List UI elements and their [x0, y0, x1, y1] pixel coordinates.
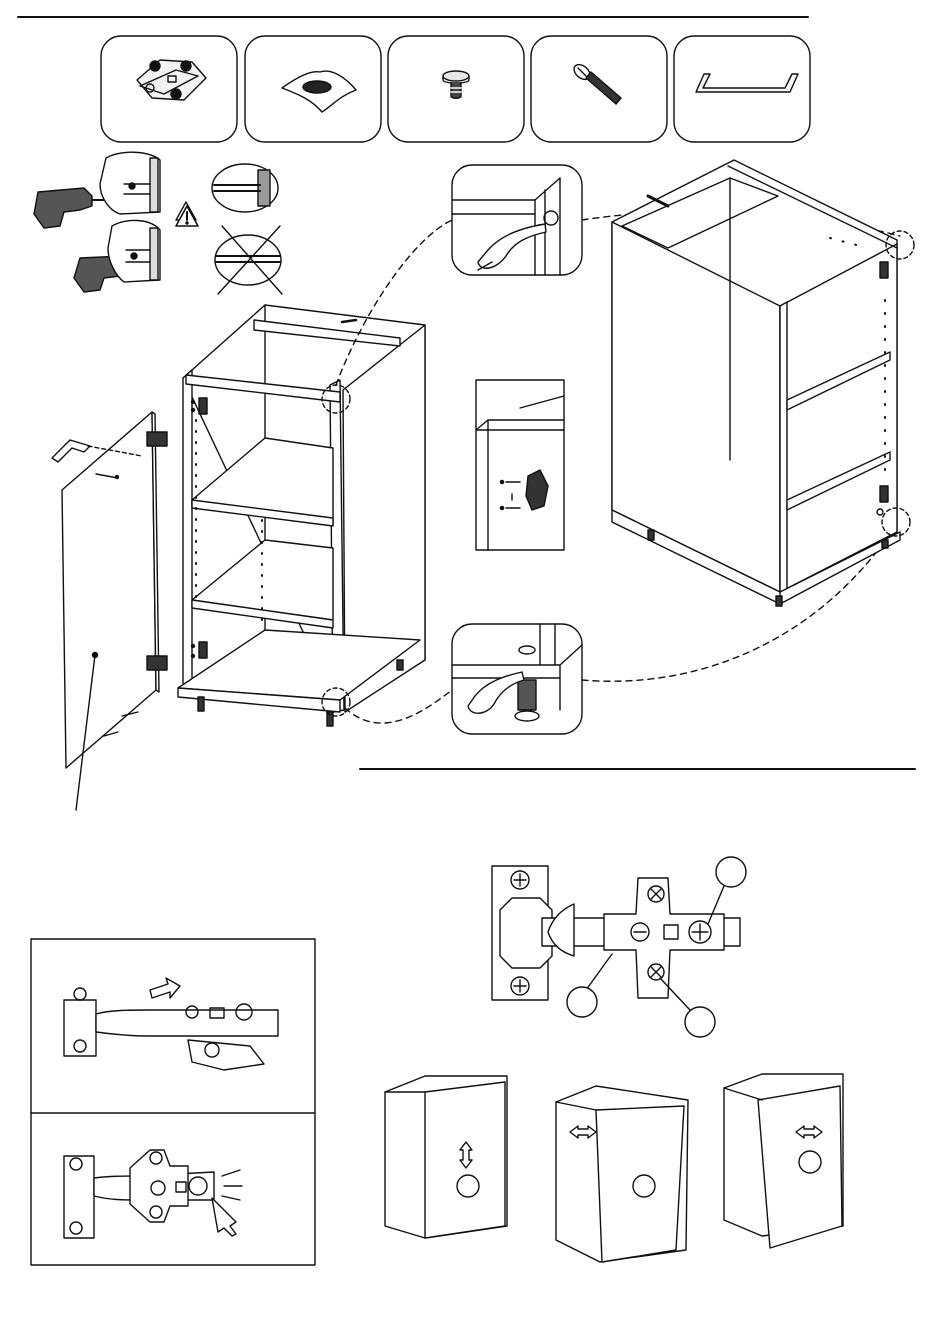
- hinge-plate-icon: [192, 642, 208, 658]
- adjust-screw-marker: [567, 987, 597, 1017]
- hinge-mounting-plate-icon: [137, 60, 206, 100]
- bottom-leg-detail: [452, 624, 582, 734]
- parts-panel: [101, 36, 810, 142]
- hinge-fitting-steps: [31, 939, 315, 1265]
- hinge-plate-icon: [192, 398, 208, 414]
- left-cabinet-assembly: [178, 305, 425, 726]
- warning-triangle-icon: [176, 202, 198, 226]
- top-pin-detail: [452, 165, 582, 275]
- door-adjustment-views: [385, 1074, 843, 1262]
- door-adjust-horizontal: [556, 1086, 688, 1262]
- adjust-screw-marker: [685, 1007, 715, 1037]
- felt-pad-icon: [282, 71, 356, 112]
- drilling-hint: [34, 152, 282, 294]
- door-adjust-vertical: [385, 1076, 507, 1238]
- wrong-drilling-icon: [215, 226, 282, 294]
- door-adjust-depth: [724, 1074, 843, 1248]
- glide-foot-icon: [443, 71, 469, 98]
- hinge-plate-detail: [476, 380, 564, 550]
- adjust-screw-marker: [716, 857, 746, 887]
- bolt-screw-icon: [571, 62, 621, 104]
- power-drill-icon: [34, 152, 160, 228]
- power-drill-icon: [74, 220, 160, 292]
- cabinet-door: [52, 412, 167, 810]
- bar-handle-icon: [696, 74, 798, 92]
- correct-drilling-icon: [212, 164, 278, 212]
- hinge-adjustment-diagram: [492, 857, 746, 1037]
- assembled-cabinet: [612, 160, 914, 606]
